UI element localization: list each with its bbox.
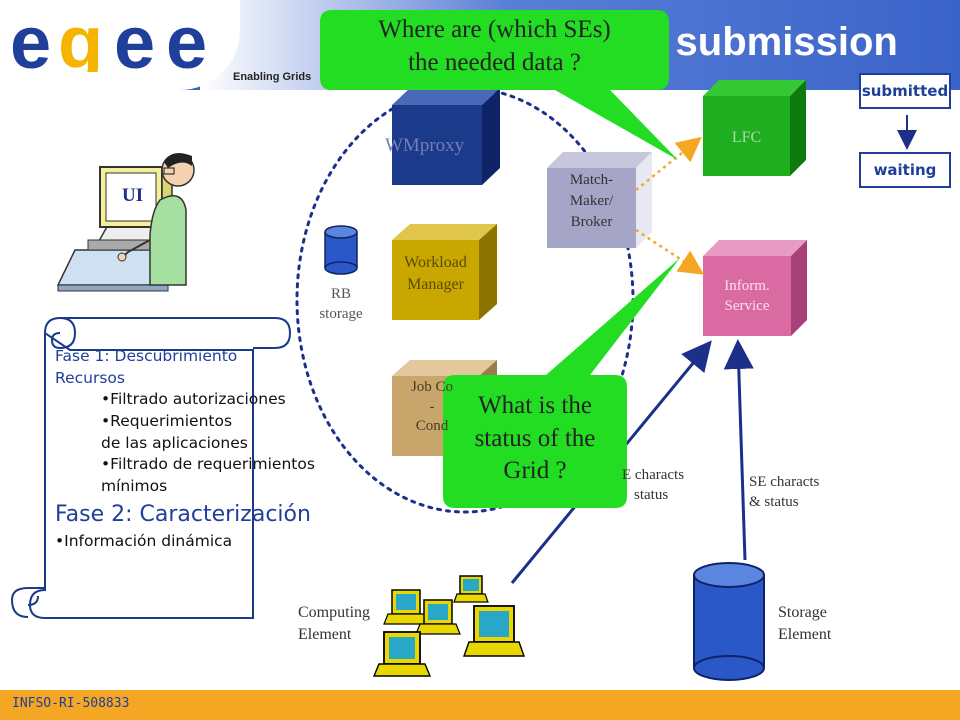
phase1-item: Filtrado autorizaciones (101, 389, 355, 411)
matchmaker-label: Match- Maker/ Broker (569, 172, 614, 230)
logo-letter-g: g (58, 10, 103, 72)
rb-storage-label: RB storage (319, 286, 363, 323)
phase1-item-cont: mínimos (101, 477, 168, 496)
computing-element-cluster (372, 575, 525, 677)
state-submitted: submitted (859, 73, 951, 109)
phase1-item: Requerimientos (101, 411, 355, 433)
logo-letter-e3: e (166, 10, 207, 72)
matchmaker-box (547, 152, 652, 248)
workload-manager-box (392, 224, 497, 320)
arrow-broker-to-is (635, 228, 705, 275)
phase1-list-2: Filtrado de requerimientos (55, 454, 355, 476)
arrow-se-to-is (723, 339, 754, 561)
computing-element-label: Computing Element (298, 604, 371, 643)
inform-service-label: Inform. Service (724, 278, 770, 315)
egee-logo: e g e e (10, 10, 207, 72)
workload-manager-label: Workload Manager (404, 254, 467, 293)
scroll-content: Fase 1: Descubrimiento Recursos Filtrado… (55, 346, 355, 552)
logo-letter-e1: e (10, 10, 51, 72)
job-controller-label: Job Co - Cond (410, 379, 454, 434)
page-title: o submission (640, 20, 898, 64)
storage-element-label: Storage Element (778, 604, 832, 643)
lfc-label: LFC (731, 129, 762, 146)
phase1-list: Filtrado autorizaciones Requerimientos (55, 389, 355, 432)
tagline: Enabling Grids (233, 71, 312, 83)
ui-workstation-illustration (56, 153, 195, 292)
logo-panel (0, 0, 240, 90)
phase2-list: Información dinámica (55, 531, 355, 553)
phase2-item: Información dinámica (55, 531, 355, 553)
ui-label: UI (122, 185, 144, 206)
bubble-bottom-text: What is the status of the Grid ? (474, 392, 596, 484)
wmproxy-box (392, 88, 500, 185)
phase2-title: Fase 2: Caracterización (55, 501, 311, 527)
storage-element-cylinder (693, 562, 765, 681)
rb-storage-cylinder (324, 225, 358, 275)
logo-letter-e2: e (114, 10, 155, 72)
state-waiting: waiting (859, 152, 951, 188)
speech-bubble-top (320, 10, 678, 160)
footer-bar (0, 690, 960, 720)
footer-text: INFSO-RI-508833 (12, 696, 130, 711)
wmproxy-label: WMproxy (385, 135, 465, 156)
speech-bubble-bottom (443, 258, 680, 508)
inform-service-box (703, 240, 807, 336)
bubble-top-text: Where are (which SEs) the needed data ? (378, 16, 611, 76)
lfc-box (703, 80, 806, 176)
se-characts-label: SE characts & status (749, 474, 820, 511)
phase1-title: Fase 1: Descubrimiento Recursos (55, 347, 238, 387)
phase1-item-cont: de las aplicaciones (101, 433, 248, 452)
ce-characts-label: E characts status (622, 467, 685, 504)
phase1-item: Filtrado de requerimientos (101, 454, 355, 476)
